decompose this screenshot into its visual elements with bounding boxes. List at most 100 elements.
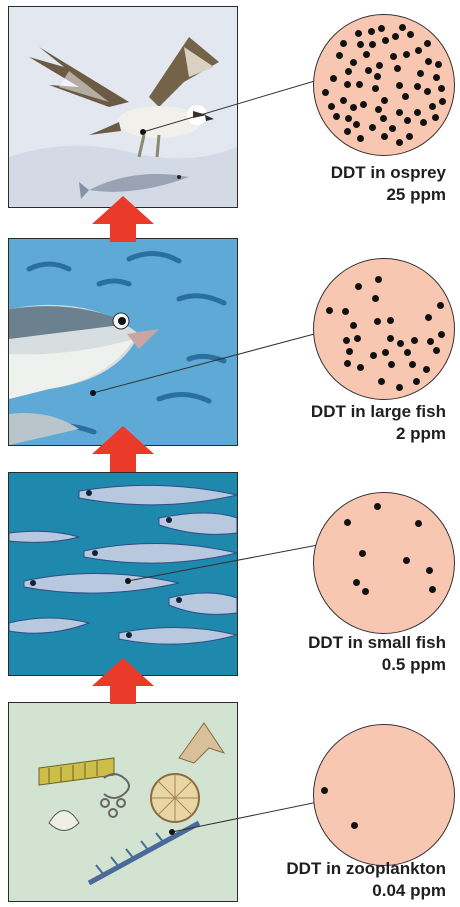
ddt-molecule-dot — [387, 317, 394, 324]
ddt-molecule-dot — [365, 67, 372, 74]
ddt-molecule-dot — [321, 787, 328, 794]
ddt-molecule-dot — [353, 579, 360, 586]
ddt-molecule-dot — [404, 349, 411, 356]
ddt-molecule-dot — [420, 119, 427, 126]
ddt-molecule-dot — [392, 33, 399, 40]
ddt-molecule-dot — [375, 106, 382, 113]
label-amount: 25 ppm — [331, 184, 446, 206]
label-osprey: DDT in osprey 25 ppm — [331, 162, 446, 206]
arrow-up-icon — [90, 194, 156, 242]
ddt-molecule-dot — [340, 97, 347, 104]
small-fish-illustration — [8, 472, 238, 676]
ddt-concentration-circle-zooplankton — [313, 724, 455, 866]
ddt-molecule-dot — [396, 109, 403, 116]
ddt-molecule-dot — [403, 557, 410, 564]
ddt-molecule-dot — [429, 103, 436, 110]
ddt-molecule-dot — [396, 139, 403, 146]
label-large-fish: DDT in large fish 2 ppm — [311, 401, 446, 445]
ddt-molecule-dot — [372, 85, 379, 92]
large-fish-illustration — [8, 238, 238, 446]
ddt-molecule-dot — [390, 53, 397, 60]
label-amount: 2 ppm — [311, 423, 446, 445]
ddt-molecule-dot — [359, 550, 366, 557]
ddt-molecule-dot — [438, 331, 445, 338]
ddt-molecule-dot — [407, 31, 414, 38]
ddt-molecule-dot — [378, 378, 385, 385]
ddt-molecule-dot — [330, 75, 337, 82]
ddt-molecule-dot — [344, 128, 351, 135]
ddt-molecule-dot — [328, 103, 335, 110]
ddt-molecule-dot — [388, 361, 395, 368]
ddt-molecule-dot — [396, 384, 403, 391]
osprey-illustration — [8, 6, 238, 208]
ddt-molecule-dot — [370, 352, 377, 359]
ddt-concentration-circle-osprey — [313, 14, 455, 156]
ddt-concentration-circle-large-fish — [313, 258, 455, 400]
ddt-molecule-dot — [322, 89, 329, 96]
ddt-molecule-dot — [351, 822, 358, 829]
ddt-molecule-dot — [387, 335, 394, 342]
ddt-molecule-dot — [350, 59, 357, 66]
ddt-molecule-dot — [413, 378, 420, 385]
ddt-molecule-dot — [415, 47, 422, 54]
ddt-molecule-dot — [374, 73, 381, 80]
ddt-molecule-dot — [414, 109, 421, 116]
ddt-molecule-dot — [399, 24, 406, 31]
ddt-molecule-dot — [433, 347, 440, 354]
ddt-molecule-dot — [378, 25, 385, 32]
ddt-molecule-dot — [381, 97, 388, 104]
ddt-molecule-dot — [382, 37, 389, 44]
ddt-molecule-dot — [343, 337, 350, 344]
ddt-molecule-dot — [437, 302, 444, 309]
ddt-molecule-dot — [360, 101, 367, 108]
ddt-molecule-dot — [411, 337, 418, 344]
ddt-molecule-dot — [344, 81, 351, 88]
ddt-molecule-dot — [333, 113, 340, 120]
label-amount: 0.04 ppm — [286, 880, 446, 902]
ddt-molecule-dot — [435, 61, 442, 68]
ddt-molecule-dot — [415, 520, 422, 527]
ddt-molecule-dot — [350, 104, 357, 111]
label-subject: DDT in osprey — [331, 162, 446, 184]
label-small-fish: DDT in small fish 0.5 ppm — [308, 632, 446, 676]
ddt-molecule-dot — [369, 41, 376, 48]
arrow-up-icon — [90, 656, 156, 704]
ddt-molecule-dot — [438, 85, 445, 92]
ddt-molecule-dot — [362, 588, 369, 595]
ddt-molecule-dot — [345, 115, 352, 122]
ddt-molecule-dot — [336, 52, 343, 59]
ddt-molecule-dot — [396, 82, 403, 89]
arrow-up-icon — [90, 424, 156, 472]
ddt-molecule-dot — [409, 361, 416, 368]
ddt-concentration-circle-small-fish — [313, 492, 455, 634]
ddt-molecule-dot — [350, 322, 357, 329]
ddt-molecule-dot — [380, 115, 387, 122]
ddt-molecule-dot — [344, 519, 351, 526]
ddt-molecule-dot — [425, 314, 432, 321]
label-subject: DDT in zooplankton — [286, 858, 446, 880]
ddt-molecule-dot — [403, 51, 410, 58]
label-amount: 0.5 ppm — [308, 654, 446, 676]
ddt-molecule-dot — [340, 40, 347, 47]
ddt-molecule-dot — [354, 335, 361, 342]
label-subject: DDT in small fish — [308, 632, 446, 654]
ddt-molecule-dot — [423, 366, 430, 373]
ddt-molecule-dot — [429, 586, 436, 593]
ddt-molecule-dot — [376, 62, 383, 69]
ddt-molecule-dot — [414, 83, 421, 90]
ddt-molecule-dot — [342, 308, 349, 315]
ddt-molecule-dot — [345, 68, 352, 75]
ddt-molecule-dot — [375, 276, 382, 283]
zooplankton-illustration — [8, 702, 238, 902]
ddt-molecule-dot — [427, 338, 434, 345]
ddt-molecule-dot — [425, 58, 432, 65]
ddt-molecule-dot — [381, 133, 388, 140]
ddt-molecule-dot — [355, 30, 362, 37]
ddt-molecule-dot — [397, 340, 404, 347]
ddt-molecule-dot — [357, 41, 364, 48]
ddt-molecule-dot — [363, 51, 370, 58]
ddt-molecule-dot — [382, 349, 389, 356]
ddt-molecule-dot — [402, 93, 409, 100]
ddt-molecule-dot — [355, 283, 362, 290]
ddt-molecule-dot — [372, 295, 379, 302]
